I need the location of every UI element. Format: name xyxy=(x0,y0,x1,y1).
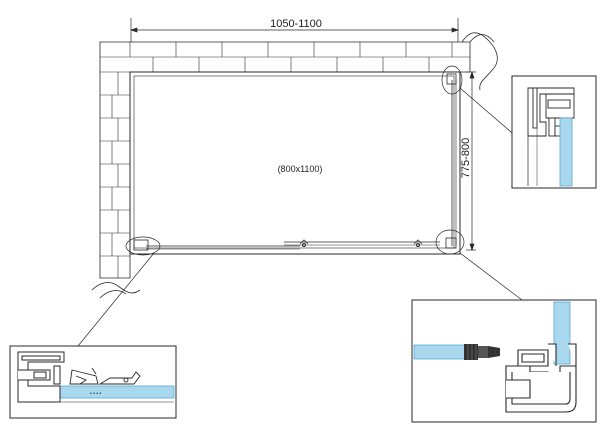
wall-break-bottom-2 xyxy=(99,290,127,299)
detail-bottom-left-glass-fixed xyxy=(55,385,175,399)
leader-top-right xyxy=(459,87,519,139)
callout-bottom-right xyxy=(435,229,465,255)
detail-top-right xyxy=(511,75,597,189)
wall-break-top xyxy=(461,32,498,91)
wall-left-bricks xyxy=(100,71,130,278)
detail-bottom-right-seal xyxy=(464,344,500,360)
detail-bottom-right xyxy=(411,299,597,423)
corner-profile-bottom-left xyxy=(133,239,149,251)
wall-break-bottom xyxy=(91,282,141,294)
depth-dimension-label: 775-800 xyxy=(460,138,472,178)
width-dimension xyxy=(129,18,460,42)
detail-bottom-left-roller xyxy=(69,367,141,385)
detail-bottom-left: • • • • xyxy=(9,345,177,419)
wall-top-outline xyxy=(99,41,471,279)
detail-bottom-left-profile xyxy=(17,351,65,403)
callout-bottom-left xyxy=(125,236,161,256)
shower-tray xyxy=(129,71,461,255)
door-roller-1 xyxy=(299,239,309,247)
detail-top-right-glass xyxy=(559,117,573,187)
leader-bottom-right xyxy=(459,252,523,301)
callouts xyxy=(77,65,523,347)
detail-bottom-right-glass-vertical xyxy=(553,301,571,365)
tray-outer xyxy=(129,71,461,255)
wall-break-top-2 xyxy=(469,34,495,43)
width-dimension-label: 1050-1100 xyxy=(270,18,322,30)
door-roller-2 xyxy=(413,239,423,247)
corner-profile-top-right xyxy=(446,73,457,85)
corner-profile-bottom-right xyxy=(445,237,457,249)
wall-top-bricks xyxy=(100,42,470,72)
callout-top-right xyxy=(441,65,463,95)
tray-size-label: (800x1100) xyxy=(278,164,323,174)
detail-bottom-left-marker: • • • • xyxy=(90,391,101,397)
depth-dimension xyxy=(466,70,476,252)
leader-bottom-left xyxy=(77,252,155,347)
detail-bottom-right-glass-horizontal xyxy=(413,344,473,360)
tray-inner xyxy=(133,75,455,249)
